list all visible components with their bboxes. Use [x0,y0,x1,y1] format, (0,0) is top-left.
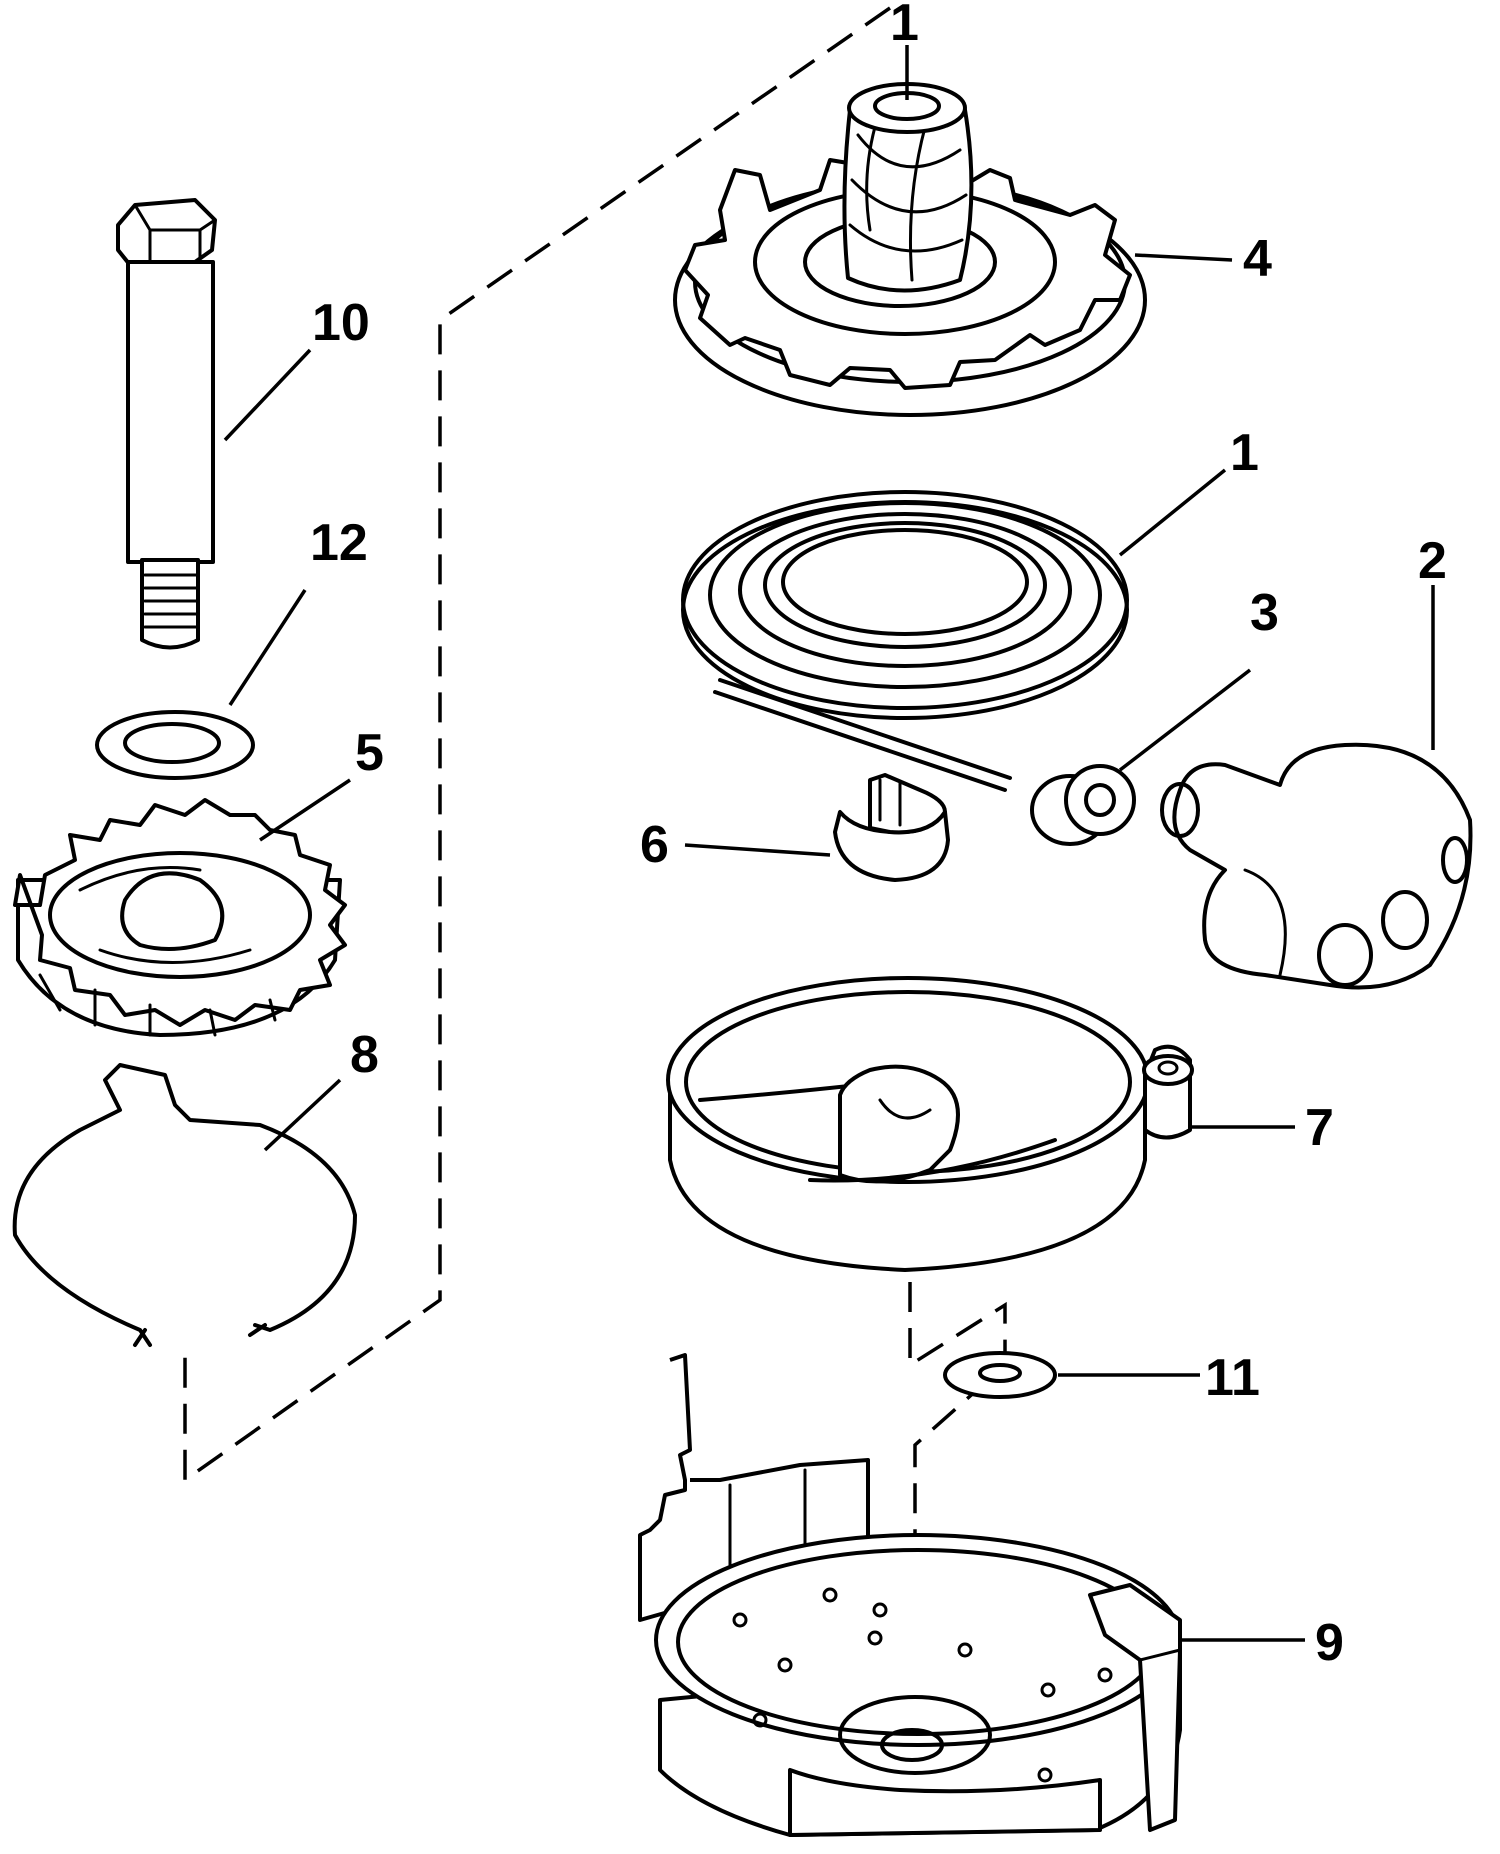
callout-3: 3 [1250,584,1279,642]
assembly-path-lower-dashed-line [908,1282,1007,1760]
callout-1-spring: 1 [1230,424,1259,482]
callout-labels: 1 4 10 1 2 12 3 5 6 8 7 11 9 [310,0,1447,1672]
callout-10: 10 [312,294,370,352]
callout-7: 7 [1305,1099,1334,1157]
part-5-pawl-plate [13,798,347,1037]
callout-1-top: 1 [890,0,919,52]
callout-5: 5 [355,724,384,782]
callout-8: 8 [350,1026,379,1084]
part-4-pulley-hub [673,82,1147,417]
part-7-spring-cup [666,976,1194,1272]
callout-12: 12 [310,514,368,572]
part-2-starter-handle [1160,742,1473,990]
callout-11: 11 [1205,1349,1260,1407]
leader-lines [223,45,1435,1642]
part-6-clip [833,773,950,882]
part-9-starter-housing [638,1353,1182,1837]
part-10-bolt [116,198,217,650]
callout-9: 9 [1315,1614,1344,1672]
part-11-washer [943,1351,1057,1399]
part-12-flat-washer [95,710,255,780]
part-8-retaining-clip [12,1063,357,1347]
callout-2: 2 [1418,532,1447,590]
callout-6: 6 [640,816,669,874]
part-3-bushing [1030,764,1136,846]
callout-4: 4 [1243,230,1272,288]
part-1-rewind-spring [681,490,1129,792]
assembly-path-dashed-line [183,6,891,1484]
